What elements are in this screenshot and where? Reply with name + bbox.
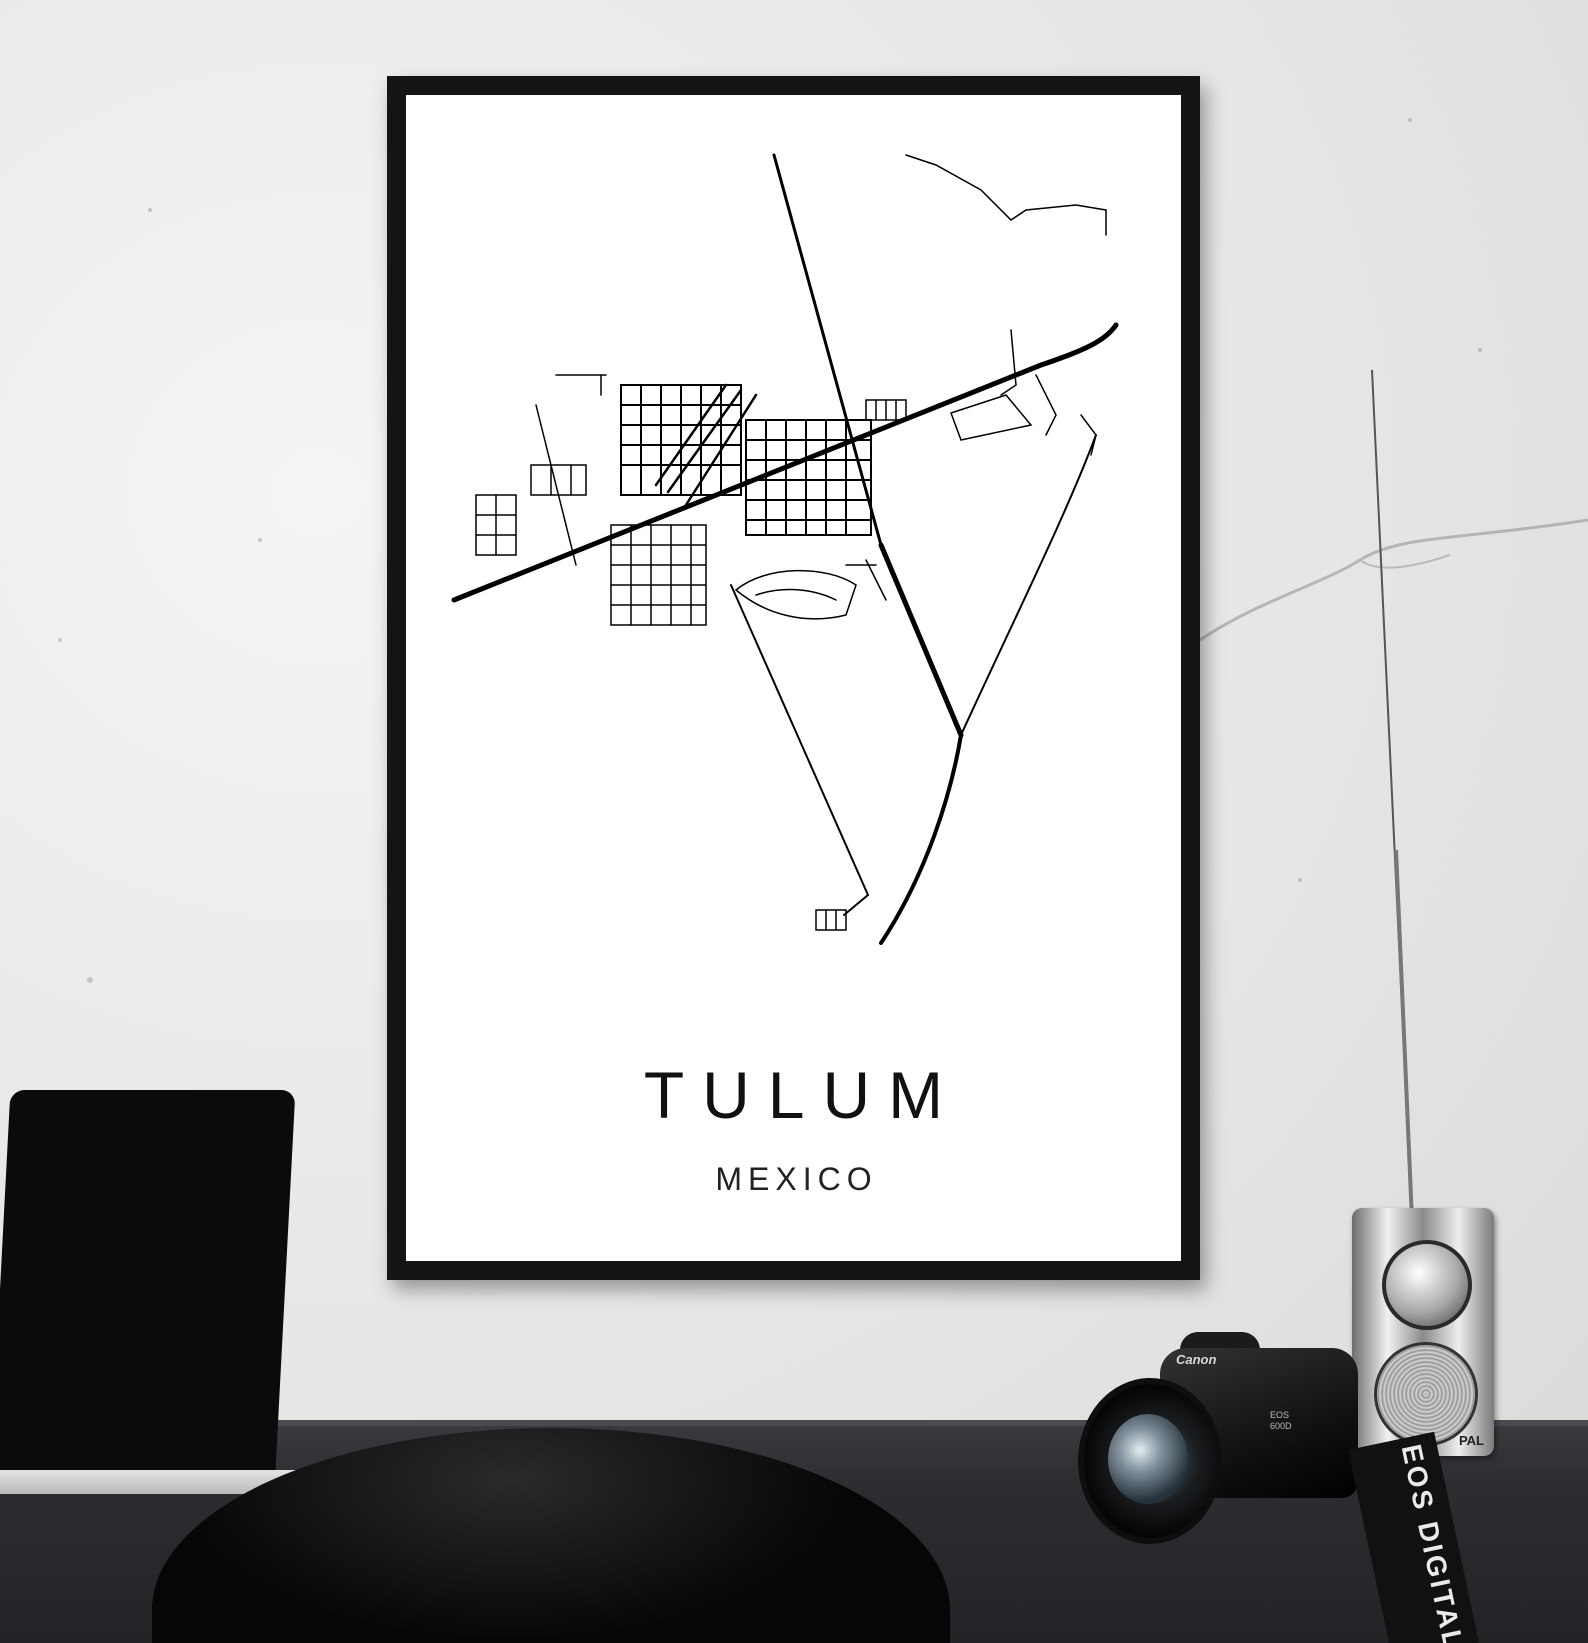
street-map	[451, 153, 1119, 945]
poster-frame: TULUM MEXICO	[387, 76, 1200, 1280]
lens-glass	[1108, 1414, 1188, 1504]
retro-radio: PAL	[1352, 1208, 1494, 1456]
poster-country-subtitle: MEXICO	[715, 1161, 878, 1197]
camera-model-label: EOS 600D	[1270, 1410, 1292, 1431]
laptop-screen	[0, 1090, 296, 1480]
camera-lens	[1078, 1378, 1222, 1544]
radio-speaker-icon	[1374, 1342, 1478, 1446]
desk-edge	[0, 1420, 1588, 1426]
poster-city-title: TULUM	[643, 1058, 962, 1132]
radio-label: PAL	[1458, 1433, 1484, 1448]
radio-dial-icon	[1382, 1240, 1472, 1330]
map-poster: TULUM MEXICO	[406, 95, 1181, 1261]
radio-antenna	[1371, 370, 1414, 1221]
wall-texture	[58, 118, 1588, 983]
camera-brand-logo: Canon	[1176, 1352, 1217, 1367]
